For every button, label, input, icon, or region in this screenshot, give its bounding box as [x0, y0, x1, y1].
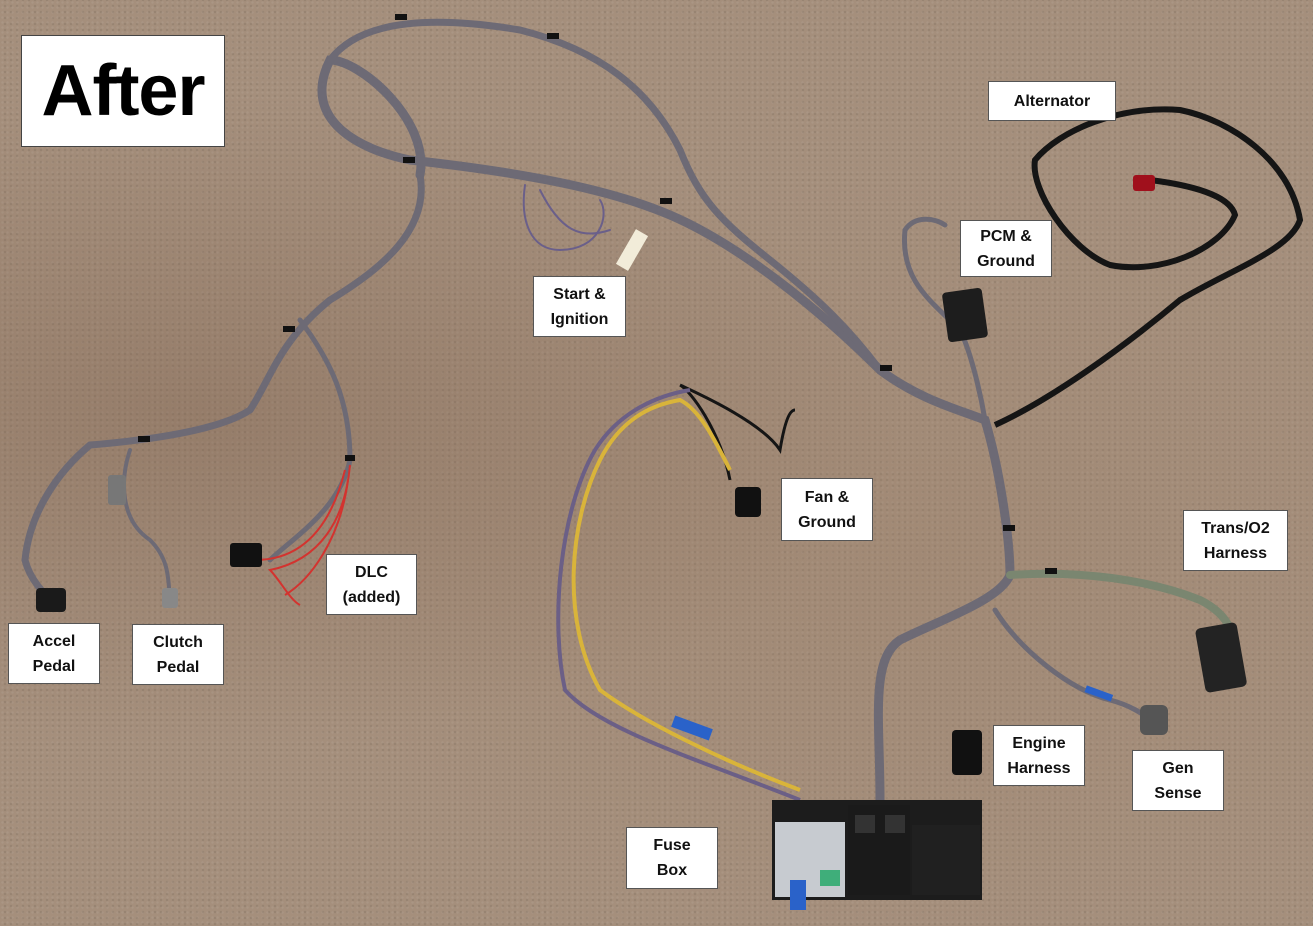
blue-tape — [671, 715, 713, 741]
dlc-red-wires — [254, 464, 351, 606]
purple-wire — [556, 388, 801, 802]
label-fan-ground: Fan & Ground — [781, 478, 873, 541]
accel-pedal-connector — [36, 588, 66, 612]
label-pcm-ground: PCM & Ground — [960, 220, 1052, 277]
gen-sense-tape — [1084, 685, 1114, 702]
trans-o2-connector — [1195, 622, 1247, 693]
fan-ground-wire — [679, 383, 796, 481]
harness-tape-markers — [138, 14, 1057, 574]
label-dlc: DLC (added) — [326, 554, 417, 615]
fuse-box — [772, 800, 982, 910]
yellow-wire — [571, 397, 801, 792]
label-trans-o2: Trans/O2 Harness — [1183, 510, 1288, 571]
gen-sense-connector — [1140, 705, 1168, 735]
clutch-pedal-connector — [162, 588, 178, 608]
main-harness-bundle — [21, 18, 1238, 805]
engine-harness-connector — [952, 730, 982, 775]
label-start-ignition: Start & Ignition — [533, 276, 626, 337]
alternator-connector — [1133, 175, 1155, 191]
label-gen-sense: Gen Sense — [1132, 750, 1224, 811]
clutch-switch — [108, 475, 126, 505]
label-engine-harness: Engine Harness — [993, 725, 1085, 786]
label-alternator: Alternator — [988, 81, 1116, 121]
label-clutch-pedal: Clutch Pedal — [132, 624, 224, 685]
alternator-harness-wire — [993, 106, 1304, 428]
after-title: After — [21, 35, 225, 147]
fan-connector — [735, 487, 761, 517]
pcm-connector — [942, 287, 988, 343]
dlc-connector — [230, 543, 262, 567]
label-fuse-box: Fuse Box — [626, 827, 718, 889]
ignition-tag — [615, 229, 649, 271]
label-accel-pedal: Accel Pedal — [8, 623, 100, 684]
